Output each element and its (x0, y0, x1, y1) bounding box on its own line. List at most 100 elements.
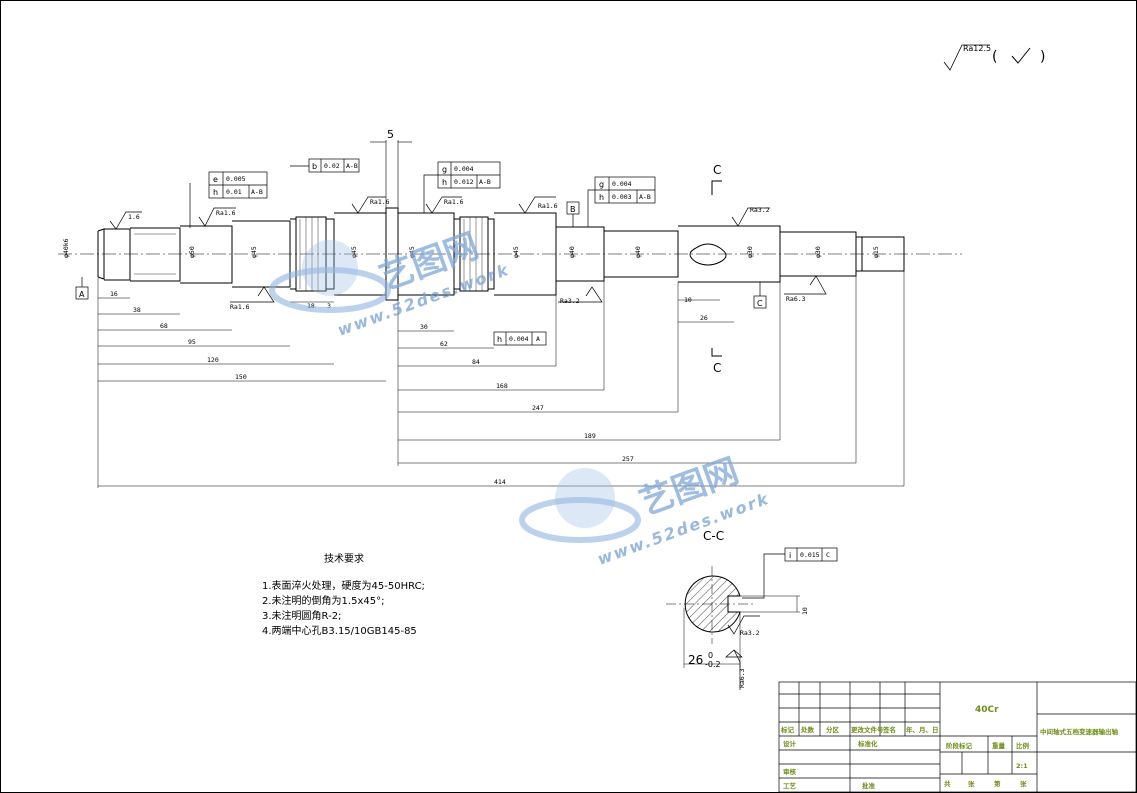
svg-text:审核: 审核 (783, 767, 797, 776)
svg-text:26: 26 (700, 314, 708, 322)
svg-text:30: 30 (420, 323, 428, 331)
svg-text:Ra1.6: Ra1.6 (538, 202, 558, 210)
svg-text:Ra1.6: Ra1.6 (444, 198, 464, 206)
svg-text:工艺: 工艺 (783, 781, 797, 790)
svg-text:0.003: 0.003 (612, 193, 632, 201)
svg-text:更改文件号: 更改文件号 (851, 725, 884, 734)
shaft-profile (97, 207, 905, 301)
svg-text:120: 120 (207, 356, 219, 364)
svg-text:标记: 标记 (780, 725, 795, 734)
svg-text:g: g (599, 180, 604, 189)
section-width: 26 (688, 653, 703, 667)
svg-text:b: b (312, 162, 317, 171)
svg-text:38: 38 (133, 306, 141, 314)
svg-text:0.012: 0.012 (454, 178, 474, 186)
check-symbol-icon (1011, 47, 1031, 64)
svg-text:e: e (213, 175, 218, 184)
svg-text:Ra3.2: Ra3.2 (560, 297, 580, 305)
svg-text:189: 189 (584, 432, 596, 440)
svg-text:0.005: 0.005 (226, 175, 246, 183)
material: 40Cr (975, 705, 999, 715)
svg-text:批准: 批准 (862, 781, 876, 790)
section-mark-bottom: C (713, 361, 721, 375)
svg-text:分区: 分区 (826, 725, 840, 734)
svg-text:签名: 签名 (882, 725, 896, 734)
section-view-cc: C-C 26 0 -0.2 10 (666, 529, 809, 669)
svg-text:-0.2: -0.2 (705, 660, 721, 669)
svg-text:84: 84 (472, 358, 480, 366)
svg-text:0.004: 0.004 (612, 180, 632, 188)
svg-text:设计: 设计 (783, 739, 797, 748)
total-length: 414 (494, 478, 506, 486)
svg-text:1.6: 1.6 (128, 213, 140, 221)
tech-title: 技术要求 (324, 552, 364, 565)
svg-text:68: 68 (160, 322, 168, 330)
diameter-label: φ30 (814, 246, 822, 258)
top-dimension (370, 140, 412, 208)
svg-text:C: C (826, 551, 830, 559)
svg-text:Ra6.3: Ra6.3 (786, 295, 806, 303)
svg-text:Ra1.6: Ra1.6 (370, 198, 390, 206)
roughness-labels: 1.6 Ra1.6 Ra1.6 Ra1.6 Ra1.6 Ra1.6 Ra3.2 … (128, 198, 806, 688)
svg-text:重量: 重量 (992, 741, 1006, 750)
svg-text:h: h (442, 178, 447, 187)
svg-text:247: 247 (532, 404, 544, 412)
svg-text:62: 62 (440, 340, 448, 348)
svg-text:A-B: A-B (639, 193, 651, 201)
svg-text:处数: 处数 (800, 725, 815, 734)
diameter-label: φ45 (350, 246, 358, 258)
svg-text:标准化: 标准化 (857, 739, 878, 748)
svg-text:168: 168 (496, 382, 508, 390)
svg-text:Ra3.2: Ra3.2 (740, 629, 760, 637)
svg-text:0: 0 (708, 651, 713, 660)
dimension-lines (97, 271, 905, 488)
tolerance-frames (189, 158, 838, 599)
svg-text:共: 共 (944, 779, 951, 788)
svg-text:i: i (789, 551, 791, 560)
diameter-label: φ45 (250, 246, 258, 258)
watermark-logo: 艺图网 www.52des.work (519, 451, 772, 569)
svg-text:(: ( (992, 49, 997, 65)
datum-b: B (570, 205, 576, 214)
svg-text:Ra3.2: Ra3.2 (750, 206, 770, 214)
title-block (778, 681, 1137, 793)
datum-c: C (757, 299, 763, 308)
diameter-label: φ45 (512, 246, 520, 258)
roughness-symbols (109, 196, 827, 690)
svg-text:g: g (442, 165, 447, 174)
svg-text:0.02: 0.02 (324, 162, 340, 170)
tech-item: 3.未注明圆角R-2; (262, 609, 341, 622)
section-marks (711, 180, 722, 357)
svg-text:A-B: A-B (346, 162, 358, 170)
diameter-label: φ40 (568, 246, 576, 258)
svg-text:h: h (213, 188, 218, 197)
svg-text:A-B: A-B (479, 178, 491, 186)
svg-text:比例: 比例 (1016, 741, 1030, 750)
datum-a: A (79, 290, 85, 299)
dimension-values-mid: 18 3 30 62 84 168 247 189 257 414 10 26 (307, 296, 708, 486)
section-mark-top: C (713, 163, 721, 177)
top-dimension-value: 5 (387, 128, 394, 141)
tech-item: 4.两端中心孔B3.15/10GB145-85 (262, 624, 417, 637)
svg-text:0.004: 0.004 (454, 165, 474, 173)
svg-text:第: 第 (994, 779, 1001, 788)
svg-text:16: 16 (110, 290, 118, 298)
svg-text:A: A (536, 335, 540, 343)
svg-text:257: 257 (622, 455, 634, 463)
tolerance-frame-texts: e 0.005 h 0.01 A-B b 0.02 A-B g 0.004 h … (213, 162, 830, 560)
scale-value: 2:1 (1016, 762, 1028, 770)
watermark-logo: 艺图网 www.52des.work (269, 226, 512, 340)
finish-value: Ra12.5 (963, 44, 991, 53)
svg-text:年、月、日: 年、月、日 (906, 725, 939, 734)
svg-text:0.01: 0.01 (226, 188, 242, 196)
svg-text:): ) (1040, 49, 1045, 65)
svg-text:3: 3 (327, 302, 331, 310)
diameter-labels: φ40k6 φ50 φ45 φ45 φ45 φ45 φ40 φ40 φ30 φ3… (62, 238, 880, 258)
svg-text:h: h (599, 193, 604, 202)
technical-requirements: 技术要求 1.表面淬火处理，硬度为45-50HRC; 2.未注明的倒角为1.5x… (262, 552, 425, 637)
svg-text:阶段标记: 阶段标记 (946, 741, 973, 750)
tech-item: 1.表面淬火处理，硬度为45-50HRC; (262, 579, 425, 592)
diameter-label: φ40 (634, 246, 642, 258)
diameter-label: φ50 (188, 246, 196, 258)
